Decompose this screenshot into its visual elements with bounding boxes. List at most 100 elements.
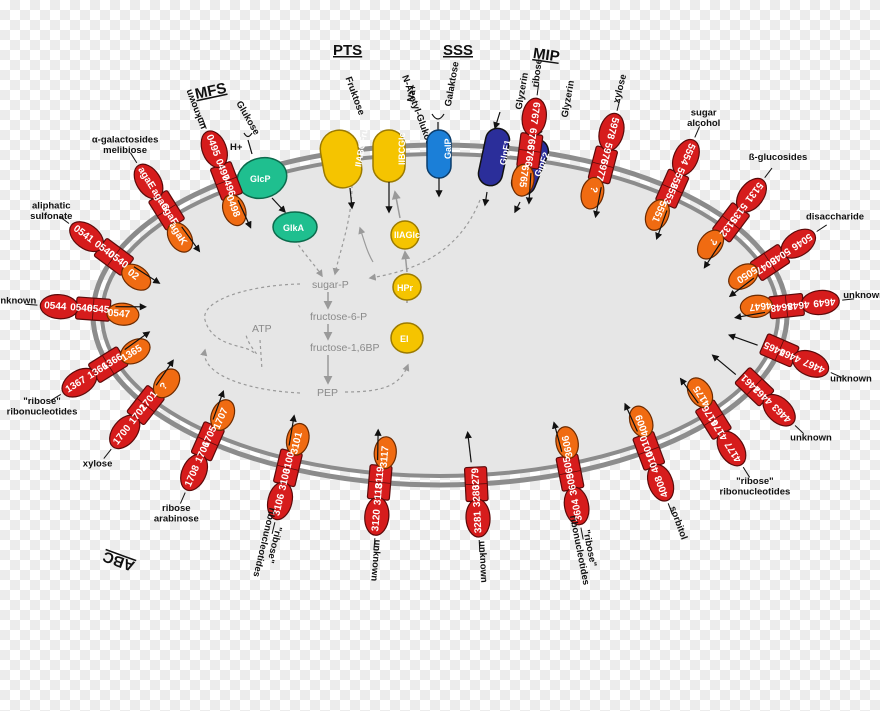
- metabolism: sugar-P fructose-6-P fructose-1,6BP PEP …: [200, 184, 481, 399]
- abc-subunit-id: 6766: [524, 127, 538, 151]
- family-mfs-label: MFS: [193, 80, 228, 103]
- na-plus-label: Na+: [405, 83, 419, 103]
- abc-atpase: [119, 338, 151, 365]
- abc-binding-protein: [791, 349, 830, 378]
- abc-atpase: [285, 422, 310, 456]
- pep-label: PEP: [317, 387, 338, 399]
- fructose-substrate-label: Fruktose: [343, 75, 367, 116]
- ei-label: EI: [400, 334, 409, 344]
- abc-subunit-id: 3101: [289, 431, 305, 456]
- abc-subunit-id: 3606: [560, 434, 575, 458]
- abc-atpase: [696, 229, 725, 260]
- abc-substrate-label: ß-glucosides: [749, 152, 808, 163]
- glyzerin-substrate-2-label: Glyzerin: [560, 79, 577, 118]
- abc-subunit-id: 6767: [528, 101, 542, 125]
- hpr-label: HPr: [397, 283, 414, 293]
- abc-subunit-id: 3605: [565, 472, 580, 496]
- glka-protein: [272, 211, 318, 243]
- abc-substrate-label: "ribose"ribonucleotides: [7, 396, 78, 417]
- ei-protein: [390, 322, 424, 354]
- atp-label: ATP: [252, 323, 272, 335]
- abc-subunit-id: ?: [587, 185, 599, 194]
- abc-atpase: [686, 377, 714, 409]
- abc-subunit-id: 4647: [748, 299, 772, 312]
- abc-binding-protein: [521, 97, 547, 137]
- abc-binding-protein: [180, 453, 209, 492]
- abc-subunit-id: 3117: [379, 445, 392, 468]
- family-abc-label: ABC: [100, 547, 137, 574]
- abc-substrate-label: ribose: [530, 58, 545, 88]
- abc-binding-protein: [109, 414, 141, 450]
- abc-substrate-label: unknown: [830, 373, 872, 384]
- abc-atpase: [728, 263, 759, 290]
- abc-subunit-id: 3280: [471, 484, 483, 507]
- abc-binding-protein: [800, 289, 840, 316]
- abc-atpase: [739, 294, 773, 318]
- abc-substrate-label: unknown: [476, 541, 489, 583]
- abc-binding-protein: [69, 221, 105, 253]
- abc-subunit-id: 3279: [470, 467, 482, 490]
- abc-substrate-label: unknown: [368, 539, 383, 582]
- abc-atpase: [511, 163, 535, 197]
- abc-binding-protein: [364, 496, 390, 536]
- iibc-glc-label: IIBCGlc: [397, 132, 407, 165]
- abc-binding-protein: [762, 393, 796, 427]
- abc-substrate-label: unknown: [0, 296, 36, 307]
- iia-glc-protein: [390, 220, 420, 250]
- abc-subunit-id: 4649: [812, 295, 836, 308]
- abc-subunit-id: 6766: [522, 144, 536, 168]
- abc-substrate-label: unknown: [790, 433, 832, 444]
- family-pts-label: PTS: [333, 42, 362, 59]
- abc-subunit-id: 3120: [370, 508, 383, 532]
- abc-binding-protein: [465, 498, 491, 538]
- abc-subunit-id: 0545: [87, 303, 110, 316]
- hpr-protein: [392, 273, 422, 301]
- iiabc-fru-protein: [319, 129, 363, 189]
- abc-subunit-id: 3118: [372, 483, 385, 506]
- abc-transporters: 0495049604970498unknownagaEagaFagaGagaKα…: [0, 58, 880, 586]
- family-mip-label: MIP: [532, 45, 561, 66]
- abc-atpase: [166, 221, 194, 253]
- abc-atpase: [628, 405, 654, 438]
- abc-atpase: [121, 263, 152, 291]
- abc-binding-protein: [39, 294, 79, 320]
- abc-subunit-id: 3605: [562, 455, 577, 479]
- abc-subunit-id: 4648: [786, 298, 810, 311]
- abc-substrate-label: disaccharide: [806, 211, 864, 222]
- abc-binding-protein: [716, 430, 747, 467]
- abc-substrate-label: "ribose"ribonucleotides: [720, 476, 791, 497]
- abc-binding-protein: [671, 138, 700, 177]
- iia-glc-label: IIAGlc: [394, 230, 420, 240]
- abc-binding-protein: [266, 481, 294, 521]
- glucose-substrate-label: Glukose: [233, 99, 261, 137]
- abc-atpase: [373, 436, 397, 470]
- abc-subunit-id: 3281: [472, 510, 484, 533]
- family-sss-label: SSS: [443, 42, 473, 59]
- abc-subunit-id: ?: [707, 236, 719, 247]
- abc-binding-protein: [780, 228, 817, 259]
- abc-subunit-id: 3100: [277, 467, 293, 492]
- galactose-substrate-label: Galaktose: [443, 61, 462, 108]
- sugar-p-label: sugar-P: [312, 279, 349, 291]
- abc-substrate-label: unknown: [843, 290, 880, 301]
- abc-subunit-id: 0544: [44, 300, 67, 313]
- abc-substrate-label: xylose: [83, 459, 113, 470]
- abc-atpase: [644, 199, 670, 231]
- abc-subunit-id: 0547: [107, 308, 130, 321]
- abc-subunit-id: 4648: [769, 300, 793, 313]
